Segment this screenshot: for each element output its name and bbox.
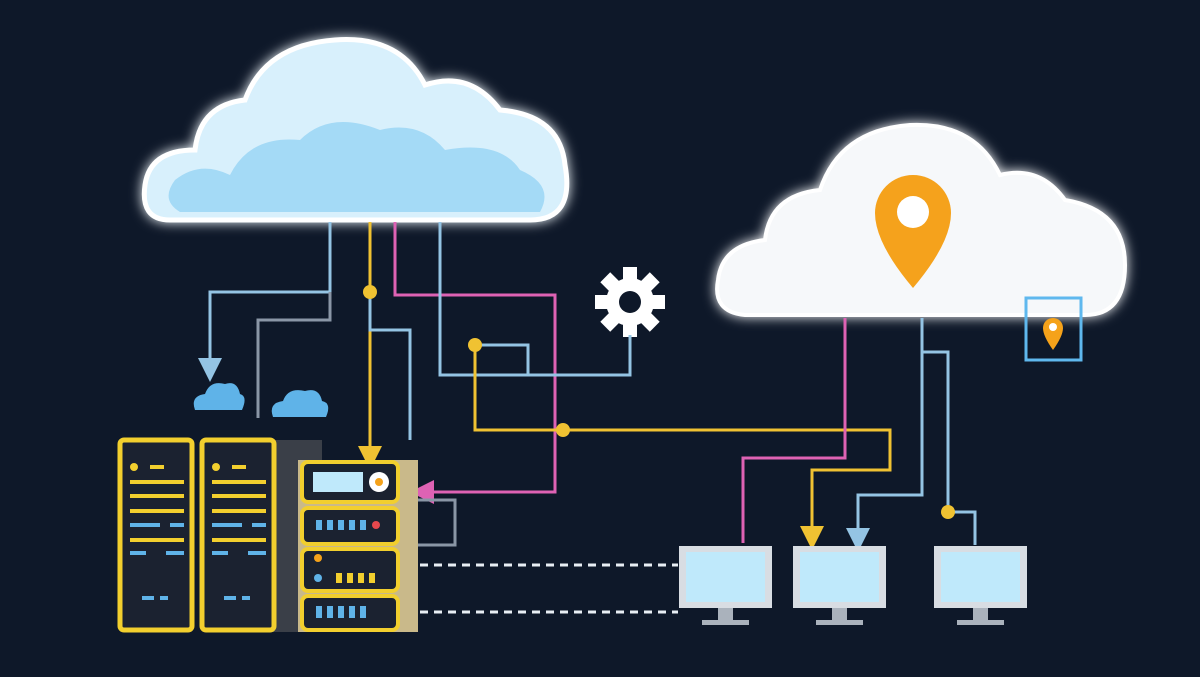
- monitor-icon: [934, 546, 1027, 625]
- map-pin-icon: [875, 175, 951, 288]
- map-pin-icon: [1024, 296, 1083, 362]
- monitor-icon: [679, 546, 772, 625]
- server-icon: [117, 437, 418, 633]
- cloud-icon: [271, 390, 329, 417]
- connection-lines: [198, 222, 977, 614]
- gear-icon: [595, 267, 665, 337]
- cloud-icon: [715, 122, 1128, 317]
- cloud-icon: [193, 383, 245, 410]
- cloud-icon: [141, 37, 570, 223]
- monitor-icon: [793, 546, 886, 625]
